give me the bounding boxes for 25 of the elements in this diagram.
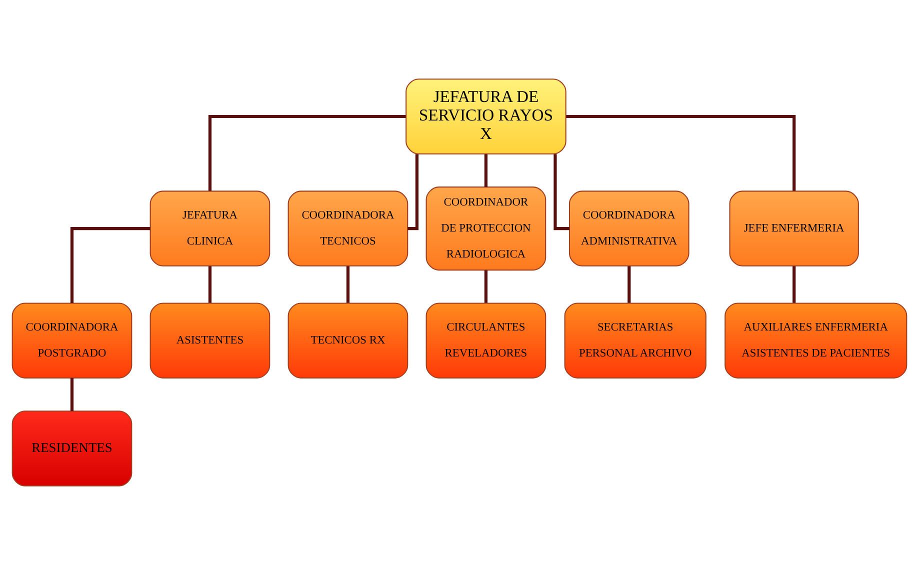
connector	[70, 227, 150, 303]
node-box: JEFE ENFERMERIA	[729, 190, 859, 266]
connector	[408, 154, 419, 230]
node-box: COORDINADORA ADMINISTRATIVA	[568, 190, 690, 266]
node-box: CIRCULANTES REVELADORES	[426, 302, 546, 378]
node-box: COORDINADORA POSTGRADO	[12, 302, 132, 378]
node-box: JEFATURA CLINICA	[150, 190, 270, 266]
node-box: SECRETARIAS PERSONAL ARCHIVO	[564, 302, 706, 378]
node-box: JEFATURA DE SERVICIO RAYOS X	[406, 78, 566, 154]
connector	[792, 266, 796, 303]
connector	[484, 154, 488, 187]
node-box: COORDINADORA TECNICOS	[288, 190, 408, 266]
connector	[208, 114, 406, 191]
node-box: AUXILIARES ENFERMERIA ASISTENTES DE PACIENTES	[724, 302, 908, 378]
connector	[484, 270, 488, 303]
connector	[208, 266, 212, 303]
connector	[566, 114, 796, 191]
node-box: ASISTENTES	[150, 302, 270, 378]
connector	[628, 266, 631, 303]
connector	[346, 266, 350, 303]
node-box: RESIDENTES	[12, 410, 132, 486]
connector	[70, 378, 74, 412]
node-box: COORDINADOR DE PROTECCION RADIOLOGICA	[426, 186, 546, 271]
connector	[554, 154, 570, 230]
node-box: TECNICOS RX	[288, 302, 408, 378]
